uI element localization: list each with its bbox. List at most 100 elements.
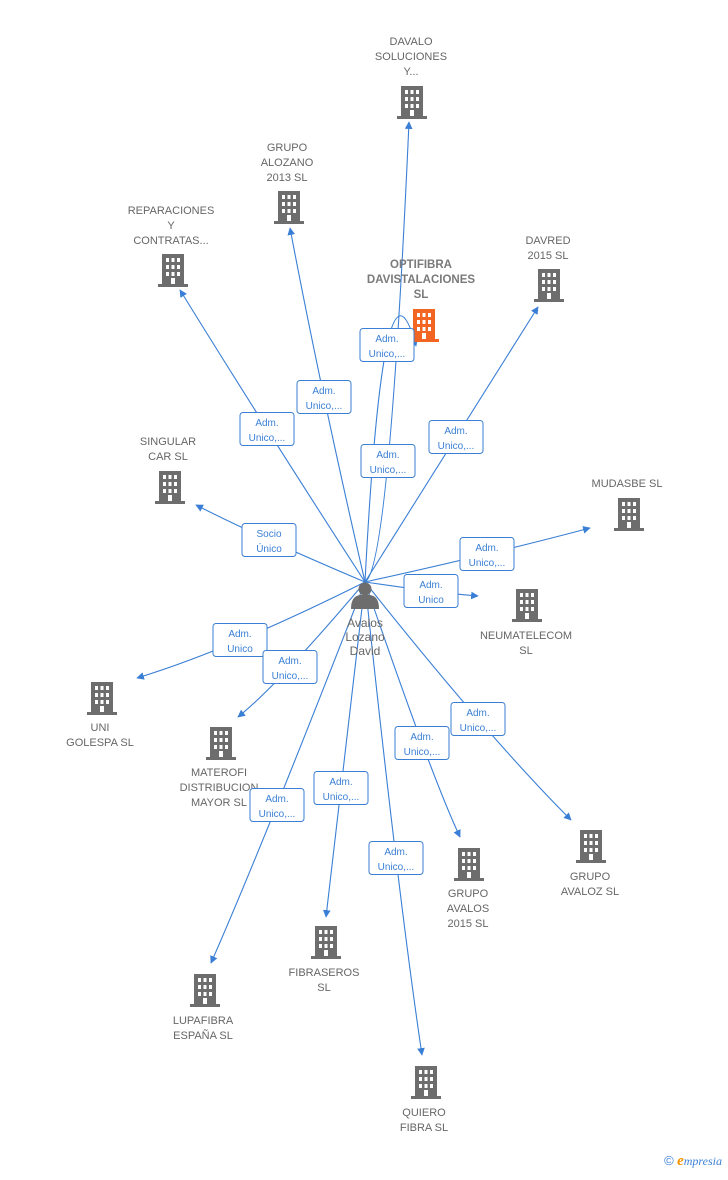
relation-label-grupo-avaloz[interactable]: Adm.Unico,... — [450, 702, 506, 736]
relation-label-fibraseros[interactable]: Adm.Unico,... — [313, 771, 369, 805]
company-label-davalo[interactable]: DAVALO SOLUCIONES Y... — [375, 36, 447, 78]
company-label-line: ESPAÑA SL — [173, 1029, 233, 1042]
building-icon — [155, 471, 185, 504]
company-node-davalo[interactable] — [397, 86, 427, 119]
relation-box — [450, 702, 506, 736]
relation-label-lupafibra[interactable]: Adm.Unico,... — [249, 788, 305, 822]
brand-footer[interactable]: © empresia — [664, 1153, 722, 1170]
building-icon — [454, 848, 484, 881]
relation-box — [249, 788, 305, 822]
company-node-reparaciones[interactable] — [158, 254, 188, 287]
company-node-materofi[interactable] — [206, 727, 236, 760]
company-label-line: CONTRATAS... — [133, 235, 208, 247]
company-label-line: UNI — [91, 722, 110, 734]
relation-label-neumatelecom[interactable]: Adm.Unico — [403, 574, 459, 608]
relation-box — [241, 523, 297, 557]
relation-label-optifibra[interactable]: Adm.Unico,... — [359, 328, 415, 362]
company-label-mudasbe[interactable]: MUDASBE SL — [592, 478, 663, 490]
company-label-line: QUIERO — [402, 1107, 446, 1119]
edge-grupo-avaloz — [364, 581, 572, 821]
person-label-line: David — [350, 644, 381, 658]
company-label-line: DAVALO — [390, 36, 433, 48]
relation-label-reparaciones[interactable]: Adm.Unico,... — [239, 412, 295, 446]
building-icon — [274, 191, 304, 224]
relation-text: Adm.Unico,... — [249, 418, 286, 444]
company-label-line: DAVRED — [525, 235, 570, 247]
relation-label-uni-golespa[interactable]: Adm.Unico — [212, 623, 268, 657]
company-label-line: AVALOZ SL — [561, 886, 619, 898]
relation-box — [368, 841, 424, 875]
relation-text: Adm.Unico,... — [370, 450, 407, 476]
company-label-line: DISTRIBUCION — [180, 782, 259, 794]
relation-label-mudasbe[interactable]: Adm.Unico,... — [459, 537, 515, 571]
brand-logo-text: mpresia — [683, 1154, 722, 1168]
company-label-line: 2015 SL — [448, 918, 489, 930]
relation-label-davalo[interactable]: Adm.Unico,... — [360, 444, 416, 478]
company-label-line: GOLESPA SL — [66, 737, 134, 749]
relation-label-materofi[interactable]: Adm.Unico,... — [262, 650, 318, 684]
company-label-line: 2015 SL — [528, 250, 569, 262]
relation-box — [459, 537, 515, 571]
relation-label-davred[interactable]: Adm.Unico,... — [428, 420, 484, 454]
company-label-materofi[interactable]: MATEROFI DISTRIBUCION MAYOR SL — [180, 767, 259, 809]
company-label-line: MATEROFI — [191, 767, 247, 779]
company-label-line: MAYOR SL — [191, 797, 247, 809]
company-label-line: SL — [414, 289, 429, 301]
company-label-uni-golespa[interactable]: UNI GOLESPA SL — [66, 722, 134, 749]
company-node-grupo-avalos[interactable] — [454, 848, 484, 881]
relation-text: Adm.Unico,... — [369, 334, 406, 360]
relation-text: Adm.Unico,... — [438, 426, 475, 452]
company-label-line: SL — [519, 645, 532, 657]
company-label-line: DAVISTALACIONES — [367, 274, 476, 286]
relation-label-grupo-avalos[interactable]: Adm.Unico,... — [394, 726, 450, 760]
person-label-line: Avalos — [347, 616, 383, 630]
company-label-davred[interactable]: DAVRED 2015 SL — [525, 235, 570, 262]
relation-label-grupo-alozano[interactable]: Adm.Unico,... — [296, 380, 352, 414]
building-icon — [190, 974, 220, 1007]
company-node-quiero-fibra[interactable] — [411, 1066, 441, 1099]
relation-text: Adm.Unico,... — [378, 847, 415, 873]
company-node-fibraseros[interactable] — [311, 926, 341, 959]
building-icon — [411, 1066, 441, 1099]
company-label-line: AVALOS — [447, 903, 489, 915]
company-label-line: SL — [317, 982, 330, 994]
person-icon — [351, 582, 379, 609]
company-label-line: GRUPO — [267, 142, 308, 154]
relation-text: Adm.Unico,... — [306, 386, 343, 412]
company-node-singular[interactable] — [155, 471, 185, 504]
building-icon — [512, 589, 542, 622]
company-node-mudasbe[interactable] — [614, 498, 644, 531]
company-node-lupafibra[interactable] — [190, 974, 220, 1007]
company-label-line: SOLUCIONES — [375, 51, 447, 63]
building-icon — [534, 269, 564, 302]
person-node-avalos[interactable] — [351, 582, 379, 610]
company-label-line: Y — [167, 220, 175, 232]
relations-layer: Adm.Unico,...Adm.Unico,...Adm.Unico,...A… — [212, 328, 515, 875]
company-node-davred[interactable] — [534, 269, 564, 302]
relation-box — [262, 650, 318, 684]
company-node-grupo-avaloz[interactable] — [576, 830, 606, 863]
relation-label-quiero-fibra[interactable]: Adm.Unico,... — [368, 841, 424, 875]
company-label-line: SINGULAR — [140, 436, 196, 448]
company-node-uni-golespa[interactable] — [87, 682, 117, 715]
relation-box — [313, 771, 369, 805]
company-node-neumatelecom[interactable] — [512, 589, 542, 622]
company-label-line: Y... — [403, 66, 418, 78]
building-icon — [311, 926, 341, 959]
company-node-grupo-alozano[interactable] — [274, 191, 304, 224]
